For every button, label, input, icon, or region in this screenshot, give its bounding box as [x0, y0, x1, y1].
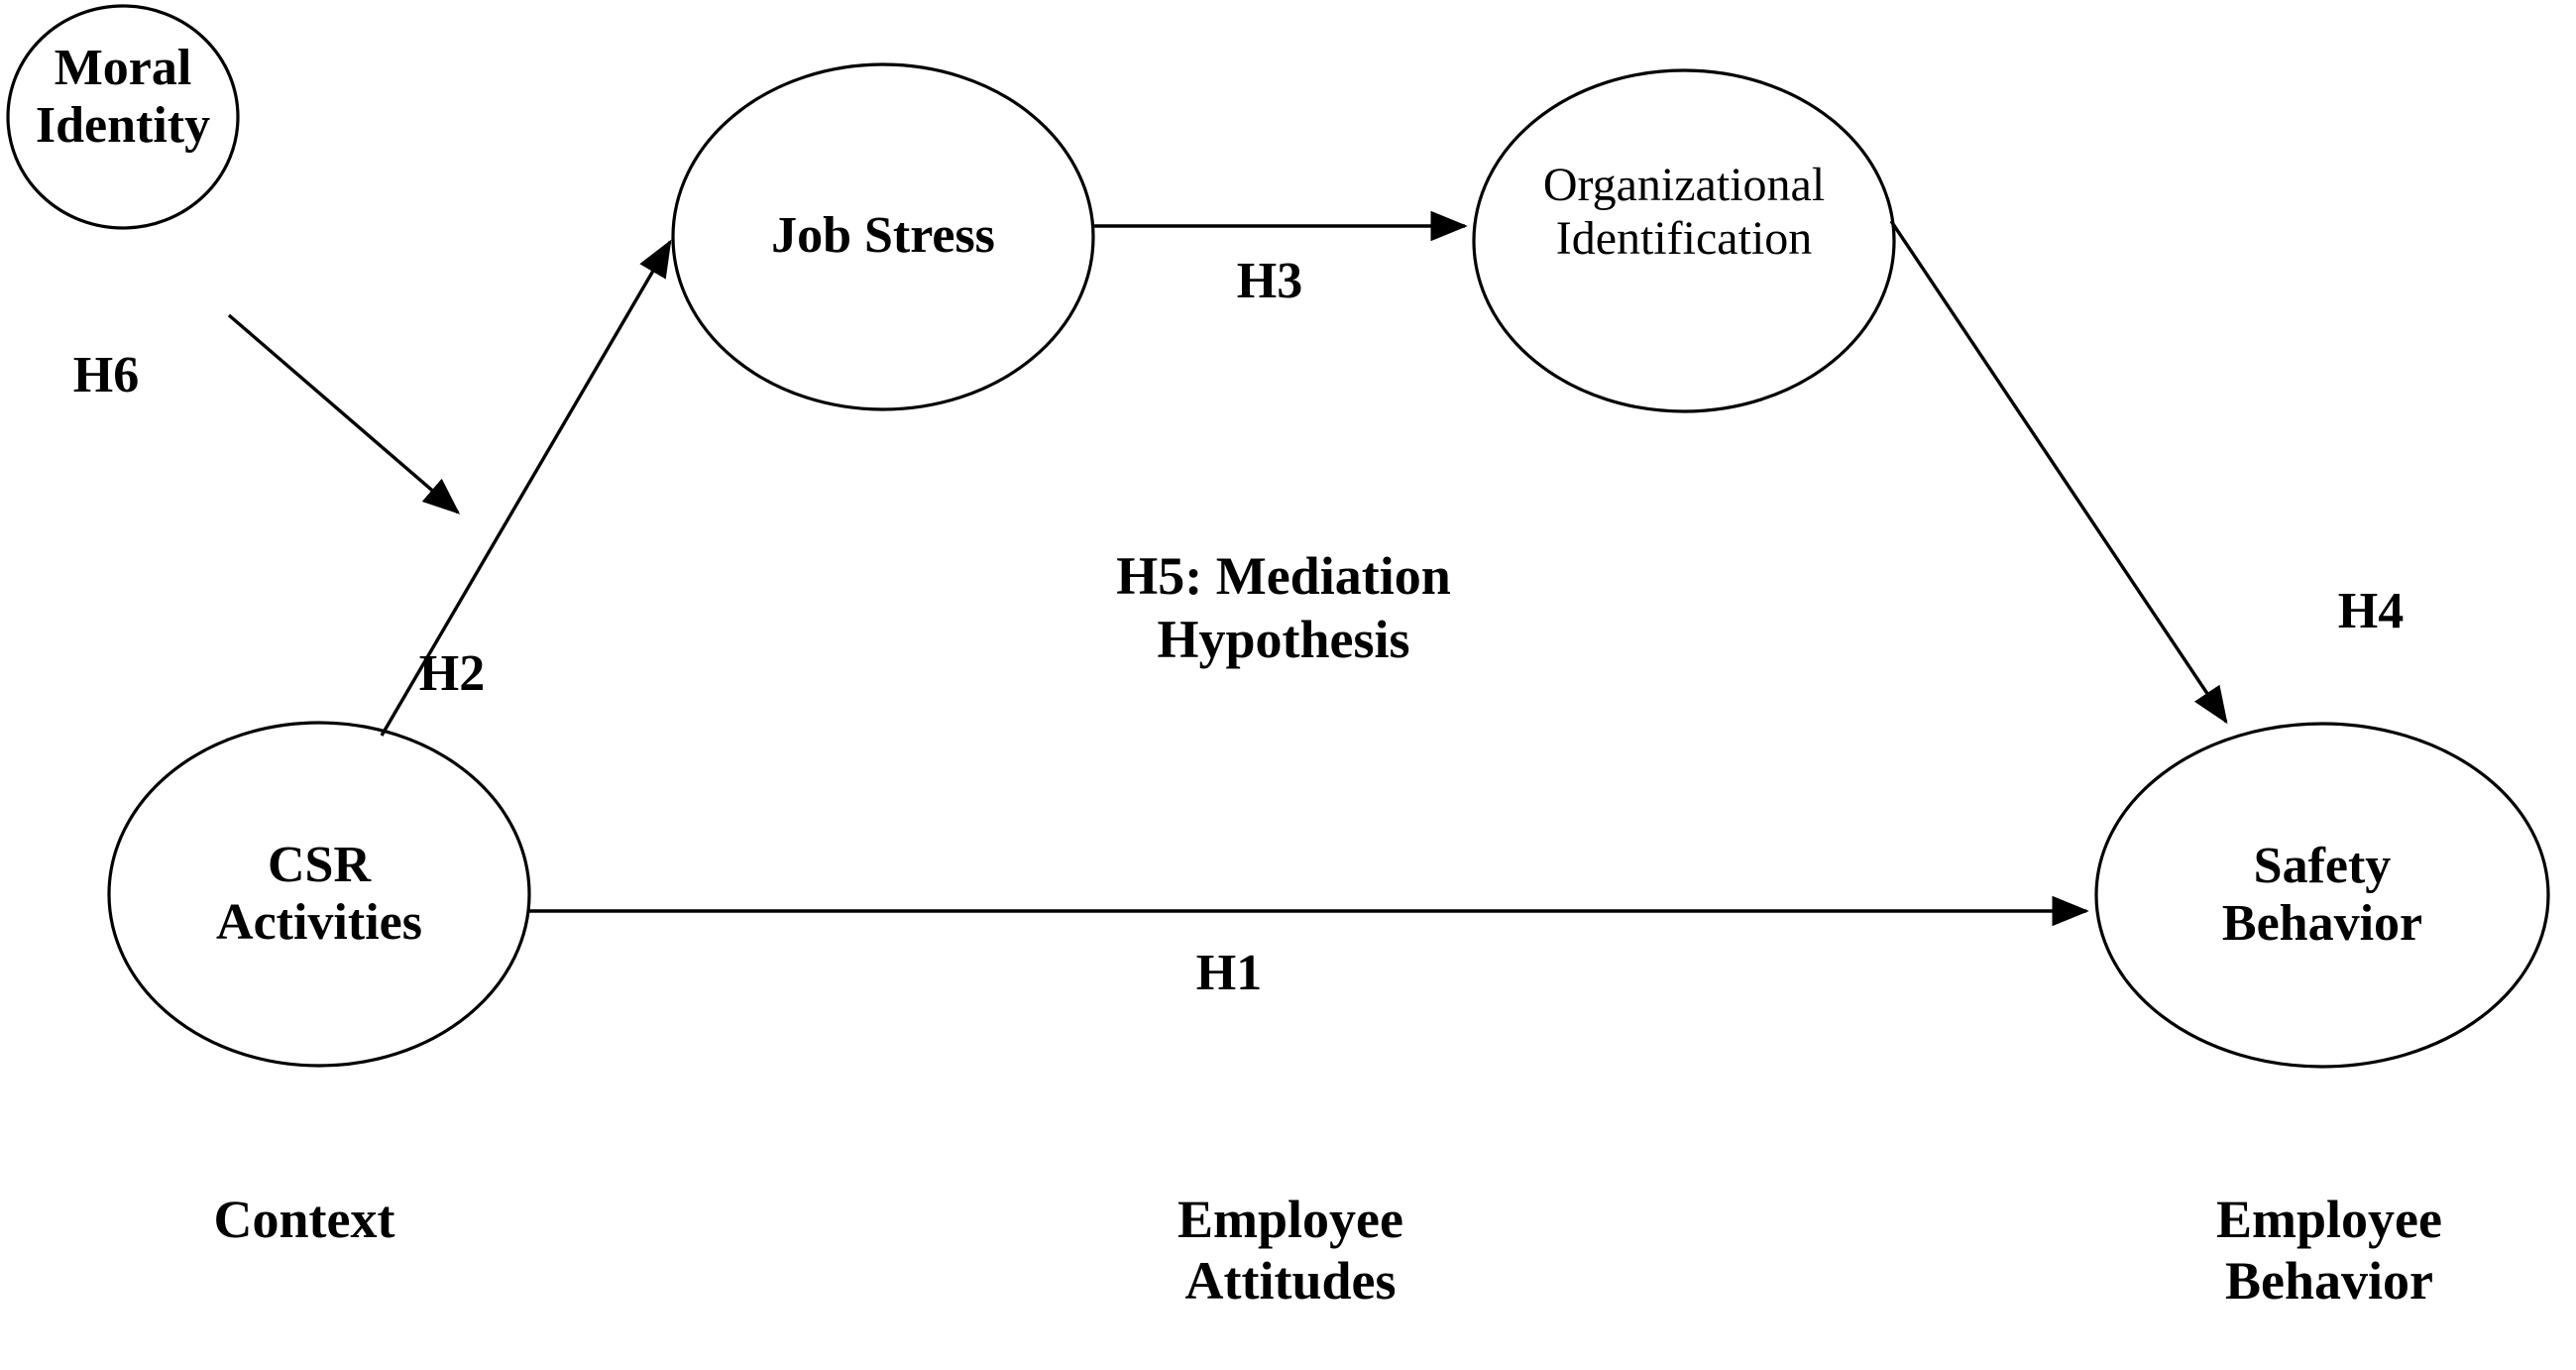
node-ellipse-organizational-identification[interactable]: [1472, 68, 1896, 413]
group-label-employee-behavior: Employee Behavior: [2216, 1190, 2442, 1312]
annotation-h5-mediation-hypothesis: H5: Mediation Hypothesis: [1116, 546, 1451, 669]
edge-label-h1: H1: [1195, 945, 1263, 1001]
node-ellipse-job-stress[interactable]: [671, 62, 1095, 411]
group-label-context: Context: [213, 1190, 395, 1249]
edge-h6-moderation-line[interactable]: [227, 313, 461, 514]
edge-label-h3: H3: [1236, 253, 1303, 309]
edge-label-h2: H2: [418, 645, 486, 702]
edge-label-h6: H6: [72, 347, 140, 403]
edge-h2-line[interactable]: [380, 239, 672, 737]
node-ellipse-csr-activities[interactable]: [107, 721, 531, 1068]
node-ellipse-safety-behavior[interactable]: [2094, 722, 2550, 1069]
node-ellipse-moral-identity[interactable]: [6, 4, 240, 230]
group-label-employee-attitudes: Employee Attitudes: [1177, 1190, 1403, 1312]
edge-label-h4: H4: [2337, 583, 2405, 639]
edge-h4-line[interactable]: [1889, 220, 2228, 725]
